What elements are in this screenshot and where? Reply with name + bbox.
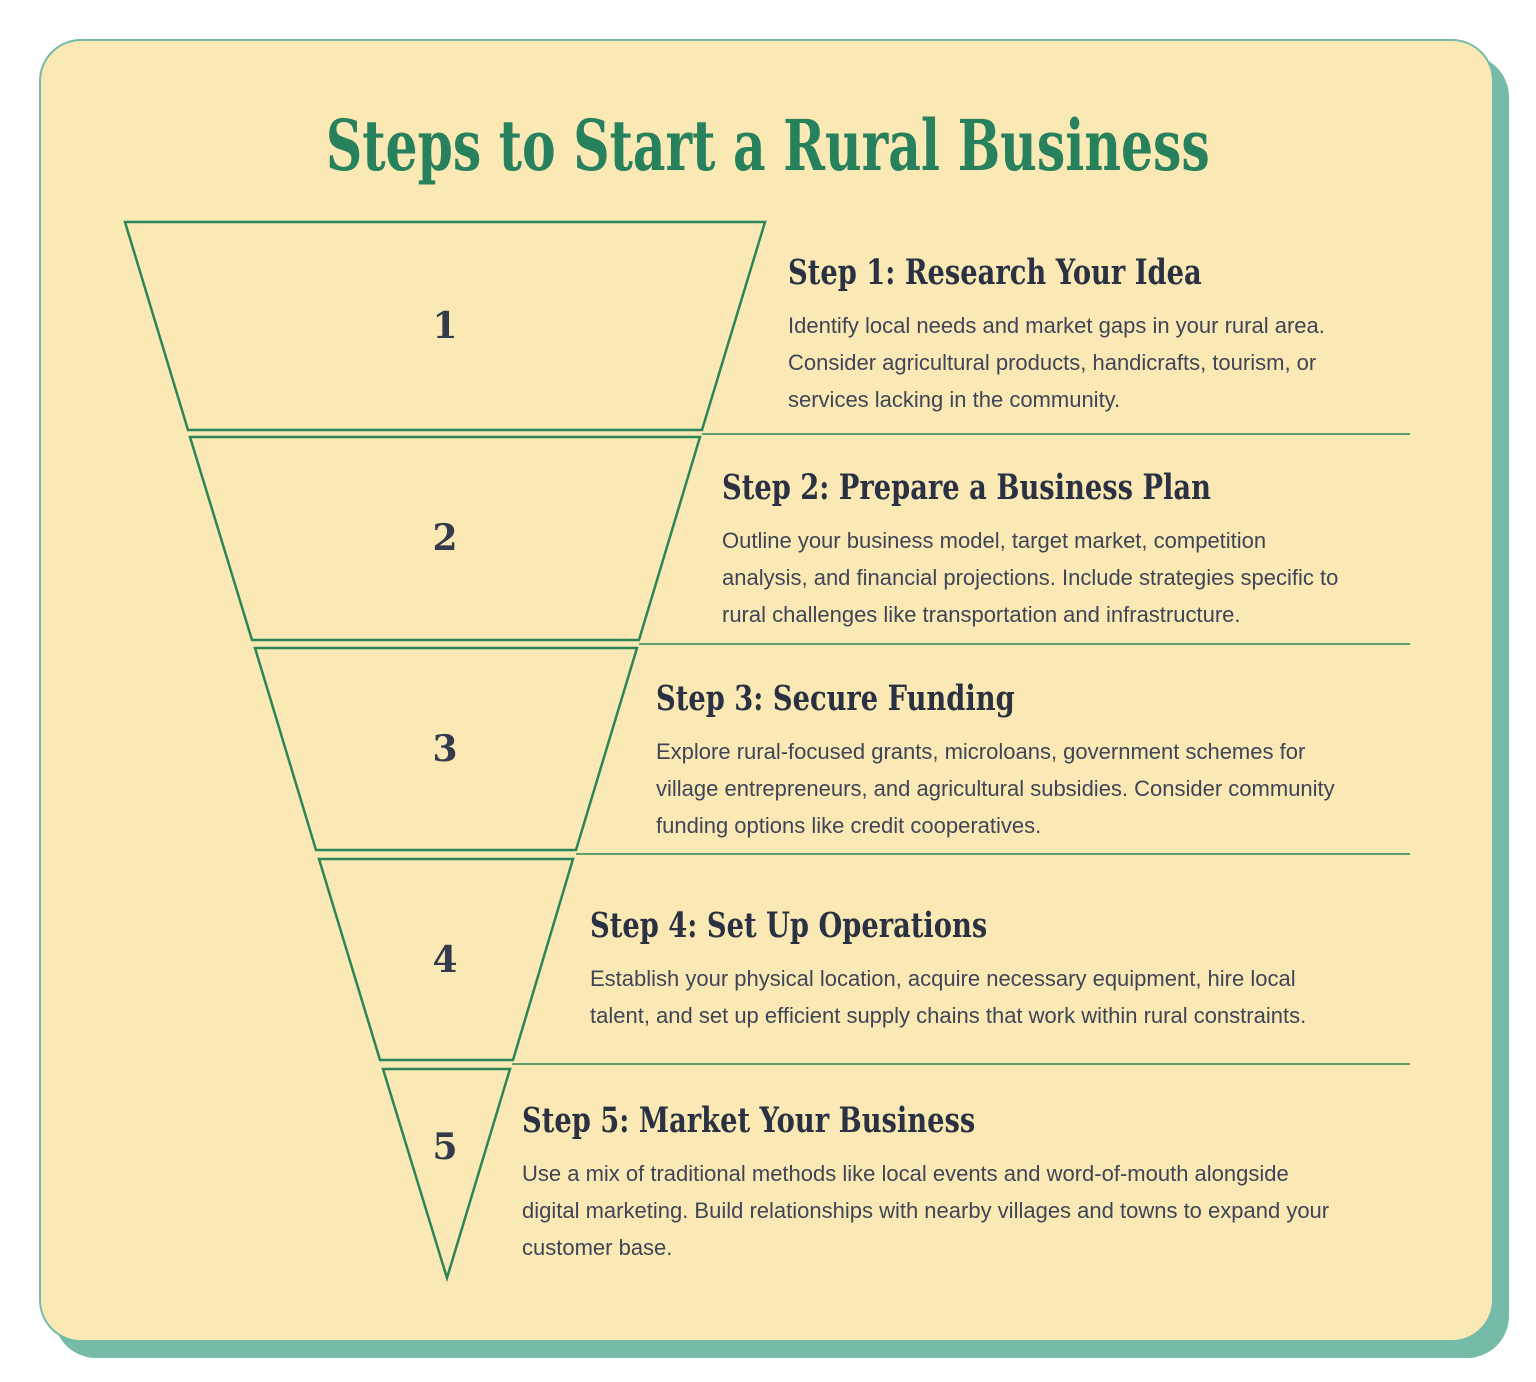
step-description-line: services lacking in the community. bbox=[788, 387, 1121, 412]
step-heading: Step 1: Research Your Idea bbox=[788, 252, 1202, 293]
step-block-5: Step 5: Market Your Business Use a mix o… bbox=[522, 1100, 1329, 1266]
step-block-4: Step 4: Set Up Operations Establish your… bbox=[590, 905, 1306, 1034]
step-block-3: Step 3: Secure Funding Explore rural-foc… bbox=[656, 678, 1335, 844]
step-description-line: village entrepreneurs, and agricultural … bbox=[656, 776, 1335, 801]
step-number-4: 4 bbox=[432, 939, 458, 981]
step-description-line: Consider agricultural products, handicra… bbox=[788, 350, 1317, 375]
step-description-line: funding options like credit cooperatives… bbox=[656, 813, 1042, 838]
step-description-line: Explore rural-focused grants, microloans… bbox=[656, 739, 1306, 764]
step-heading: Step 5: Market Your Business bbox=[522, 1100, 976, 1141]
step-description-line: digital marketing. Build relationships w… bbox=[522, 1198, 1330, 1223]
step-number-3: 3 bbox=[432, 728, 458, 770]
step-heading: Step 2: Prepare a Business Plan bbox=[722, 467, 1211, 508]
step-description-line: Establish your physical location, acquir… bbox=[590, 966, 1296, 991]
step-description-line: rural challenges like transportation and… bbox=[722, 602, 1241, 627]
page-title: Steps to Start a Rural Business bbox=[326, 104, 1210, 187]
step-description-line: customer base. bbox=[522, 1235, 673, 1260]
step-heading: Step 3: Secure Funding bbox=[656, 678, 1015, 719]
step-number-2: 2 bbox=[432, 517, 458, 559]
step-description-line: talent, and set up efficient supply chai… bbox=[590, 1003, 1307, 1028]
step-block-1: Step 1: Research Your Idea Identify loca… bbox=[788, 252, 1325, 418]
step-description-line: Identify local needs and market gaps in … bbox=[788, 313, 1325, 338]
page-title-wrap: Steps to Start a Rural Business bbox=[0, 108, 1536, 184]
step-block-2: Step 2: Prepare a Business Plan Outline … bbox=[722, 467, 1349, 633]
step-description-line: analysis, and financial projections. Inc… bbox=[722, 565, 1339, 590]
step-number-5: 5 bbox=[432, 1126, 458, 1168]
step-heading: Step 4: Set Up Operations bbox=[590, 905, 988, 946]
step-number-1: 1 bbox=[432, 305, 458, 347]
step-description-line: Outline your business model, target mark… bbox=[722, 528, 1267, 553]
step-description-line: Use a mix of traditional methods like lo… bbox=[522, 1161, 1289, 1186]
